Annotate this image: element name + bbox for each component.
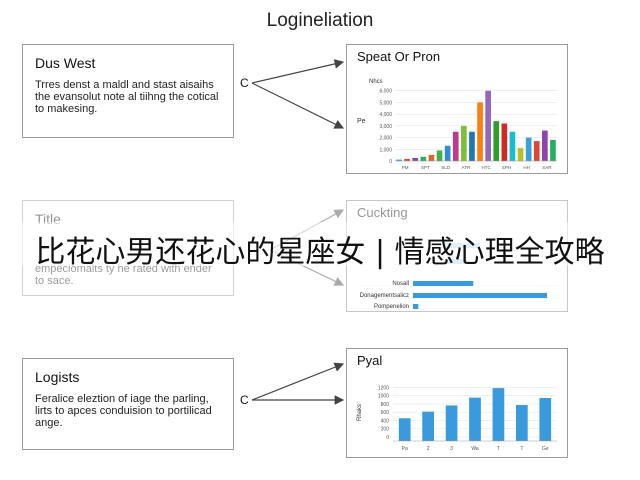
bar — [422, 411, 434, 441]
x-tick-label: SPH — [502, 165, 511, 170]
x-tick-label: Ge — [542, 446, 549, 452]
y-tick-label: 5,000 — [379, 100, 392, 106]
y-tick-label: 1000 — [378, 394, 389, 400]
x-tick-label: SLD — [441, 165, 451, 170]
bar — [501, 123, 508, 161]
y-tick-label: 200 — [381, 427, 390, 433]
page-title: Logineliation — [266, 10, 374, 31]
bar — [398, 418, 411, 441]
category-label: Nosall — [392, 281, 409, 287]
bar — [413, 304, 419, 309]
bar — [550, 139, 556, 161]
x-tick-label: PM — [402, 165, 409, 170]
x-tick-label: T — [497, 446, 500, 452]
arrow-row1-up — [251, 59, 345, 84]
text-box-title: Logists — [35, 369, 80, 385]
bar — [509, 131, 516, 161]
bar — [420, 156, 427, 161]
y-tick-label: 600 — [381, 410, 390, 416]
chart-title: Speat Or Pron — [357, 49, 441, 64]
bar — [469, 131, 475, 161]
bar — [469, 397, 481, 441]
bar — [436, 150, 443, 161]
y-tick-label: 0 — [386, 435, 389, 441]
y-tick-label: 800 — [381, 402, 390, 408]
x-tick-label: T — [520, 446, 523, 452]
text-box-1: Dus West Trres denst a maldl and stast a… — [22, 44, 234, 138]
y-axis-label: Pe — [357, 118, 366, 125]
bar — [413, 281, 474, 286]
y-tick-label: 4,000 — [379, 112, 392, 118]
bar — [533, 141, 540, 161]
arrow-row1-down — [251, 82, 345, 129]
x-tick-label: Wa — [471, 446, 479, 452]
bar — [516, 405, 528, 441]
bar — [517, 148, 524, 161]
connector-marker: C — [240, 76, 249, 90]
legend-label: Nhcs — [369, 79, 383, 85]
x-tick-label: SPT — [421, 165, 430, 170]
y-tick-label: 400 — [381, 418, 390, 424]
overlay-banner — [0, 222, 640, 266]
x-tick-label: 2 — [427, 446, 430, 452]
bar — [485, 90, 491, 161]
chart-title: Cuckting — [357, 205, 408, 220]
x-tick-label: Pa — [402, 446, 408, 452]
y-tick-label: 2,000 — [379, 136, 392, 142]
bar — [461, 125, 467, 161]
chart-title: Pyal — [357, 353, 383, 368]
x-tick-label: ATR — [462, 165, 471, 170]
arrow-row3-up — [251, 362, 345, 401]
category-label: Pompenelion — [374, 304, 409, 310]
bar — [542, 130, 548, 161]
y-tick-label: 1,000 — [379, 147, 392, 153]
bar — [477, 102, 483, 161]
y-tick-label: 3,000 — [379, 124, 392, 130]
bar — [413, 293, 547, 298]
text-box-body: Feralice eleztion of iage the parling, l… — [35, 393, 212, 429]
bar — [492, 388, 505, 441]
text-box-body: empeciomalts ty he rated with ender to s… — [35, 263, 212, 287]
x-tick-label: HH — [523, 165, 530, 170]
bar — [396, 159, 402, 161]
bar — [493, 121, 500, 161]
bar — [525, 137, 532, 161]
bar — [444, 145, 451, 161]
bar — [539, 398, 552, 441]
bar — [412, 157, 419, 161]
category-label: Donagementsalicz — [360, 293, 409, 299]
y-axis-label: Rhaks — [357, 404, 363, 421]
overlay-headline: 比花心男还花心的星座女 | 情感心理全攻略 — [35, 235, 605, 270]
bar — [404, 158, 410, 161]
y-tick-label: 0 — [389, 159, 392, 165]
bar — [452, 131, 459, 161]
y-tick-label: 6,000 — [379, 89, 392, 95]
text-box-body: Trres denst a maldl and stast aisaihs th… — [35, 79, 219, 115]
text-box-title: Dus West — [35, 55, 96, 71]
bar — [445, 405, 458, 441]
text-box-3: Logists Feralice eleztion of iage the pa… — [22, 358, 234, 450]
x-tick-label: 3 — [450, 446, 453, 452]
x-tick-label: HTC — [482, 165, 492, 170]
connector-marker: C — [240, 393, 249, 407]
y-tick-label: 1200 — [378, 385, 389, 391]
bar — [428, 154, 435, 161]
x-tick-label: SAR — [542, 165, 552, 170]
